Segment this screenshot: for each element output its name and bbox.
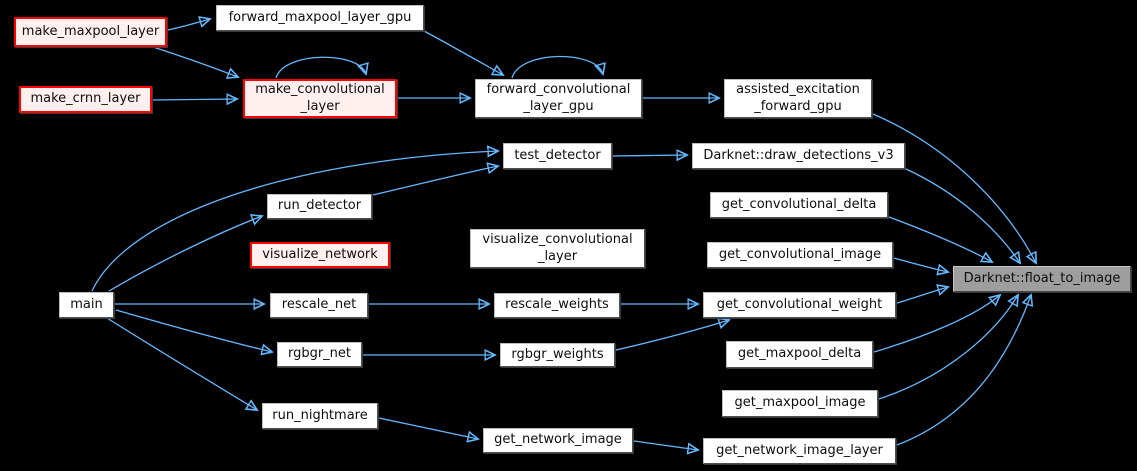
edge-get-maxpool-image-to-float-to-image — [878, 295, 1018, 400]
node-get-maxpool-image[interactable]: get_maxpool_image — [722, 390, 878, 417]
node-get-convolutional-weight[interactable]: get_convolutional_weight — [703, 292, 896, 318]
node-forward-maxpool-layer-gpu[interactable]: forward_maxpool_layer_gpu — [216, 5, 424, 31]
node-draw-detections-v3[interactable]: Darknet::draw_detections_v3 — [692, 143, 905, 169]
node-visualize-network[interactable]: visualize_network — [250, 242, 390, 268]
edge-make-maxpool-to-make-conv — [149, 45, 238, 77]
node-get-maxpool-delta[interactable]: get_maxpool_delta — [726, 341, 873, 368]
node-run-nightmare[interactable]: run_nightmare — [262, 403, 378, 429]
node-darknet-float-to-image: Darknet::float_to_image — [953, 266, 1131, 292]
edge-get-conv-delta-to-float-to-image — [888, 216, 992, 262]
edge-draw-detections-to-float-to-image — [905, 168, 1020, 263]
edge-forward-conv-self-loop — [511, 55, 603, 79]
edge-main-to-run-nightmare — [106, 317, 257, 410]
edge-get-network-image-to-layer — [633, 440, 698, 450]
edge-test-detector-to-draw-detections — [612, 155, 687, 156]
node-run-detector[interactable]: run_detector — [267, 194, 372, 219]
node-get-convolutional-delta[interactable]: get_convolutional_delta — [710, 192, 888, 218]
node-rgbgr-net[interactable]: rgbgr_net — [277, 342, 362, 367]
node-rescale-net[interactable]: rescale_net — [270, 293, 368, 318]
edge-run-detector-to-test-detector — [372, 166, 498, 196]
edge-main-to-test-detector — [91, 151, 498, 292]
node-rgbgr-weights[interactable]: rgbgr_weights — [500, 343, 615, 367]
edge-rgbgr-weights-to-get-conv-weight — [615, 320, 729, 351]
edge-run-nightmare-to-get-network-image — [378, 417, 478, 439]
node-get-network-image[interactable]: get_network_image — [483, 428, 633, 453]
node-visualize-convolutional-layer[interactable]: visualize_convolutional _layer — [470, 229, 645, 268]
edge-get-network-image-layer-to-float-to-image — [896, 295, 1031, 446]
node-assisted-excitation-forward-gpu[interactable]: assisted_excitation _forward_gpu — [724, 79, 872, 118]
node-test-detector[interactable]: test_detector — [503, 143, 612, 169]
edge-get-conv-image-to-float-to-image — [893, 257, 948, 272]
node-make-convolutional-layer[interactable]: make_convolutional _layer — [243, 79, 397, 118]
node-forward-convolutional-layer-gpu[interactable]: forward_convolutional _layer_gpu — [475, 79, 642, 118]
node-make-maxpool-layer[interactable]: make_maxpool_layer — [14, 17, 167, 47]
edge-make-crnn-to-make-conv — [152, 99, 237, 100]
node-get-network-image-layer[interactable]: get_network_image_layer — [703, 438, 896, 464]
edge-assisted-excitation-to-float-to-image — [872, 113, 1036, 263]
node-main[interactable]: main — [59, 292, 114, 318]
edge-make-conv-self-loop — [275, 56, 366, 79]
edge-get-conv-weight-to-float-to-image — [896, 287, 948, 304]
edge-main-to-rgbgr-net — [115, 309, 272, 352]
node-get-convolutional-image[interactable]: get_convolutional_image — [707, 242, 893, 268]
edge-main-to-run-detector — [108, 216, 262, 292]
node-rescale-weights[interactable]: rescale_weights — [494, 293, 620, 318]
edge-get-maxpool-delta-to-float-to-image — [873, 295, 1000, 353]
edge-forward-maxpool-to-forward-conv — [423, 30, 503, 75]
node-make-crnn-layer[interactable]: make_crnn_layer — [19, 86, 152, 113]
edge-make-maxpool-to-forward-maxpool — [167, 19, 210, 31]
